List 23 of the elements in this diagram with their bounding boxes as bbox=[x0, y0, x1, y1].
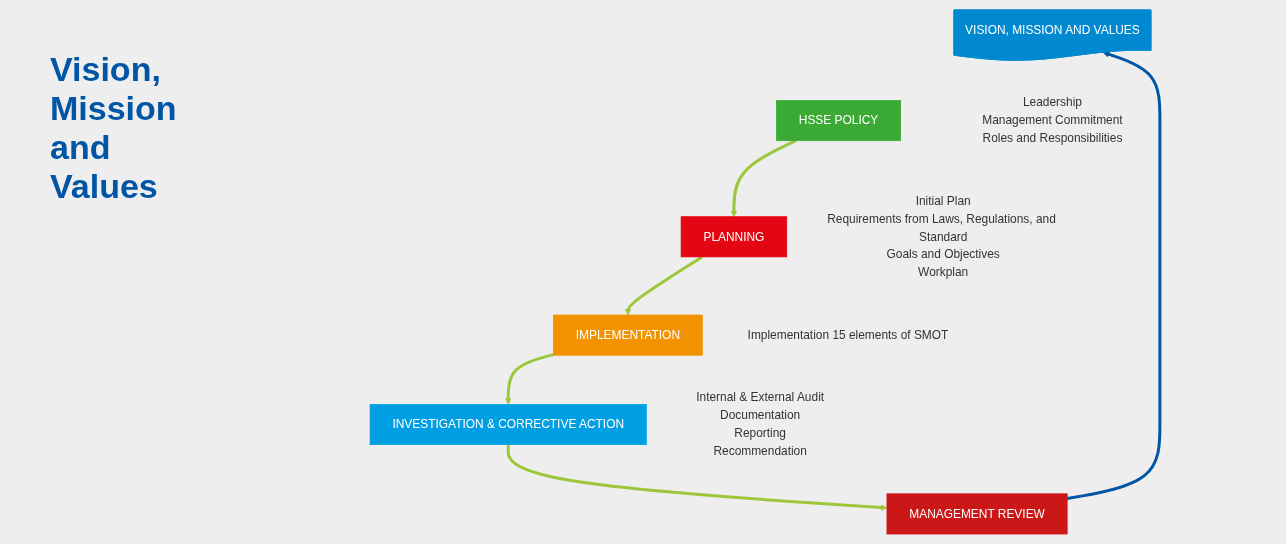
node-label: Roles and Responsibilities bbox=[982, 131, 1123, 145]
arrow bbox=[506, 444, 888, 511]
node-box: INVESTIGATION & CORRECTIVE ACTION bbox=[369, 404, 647, 445]
title: Vision, Mission and Values bbox=[50, 50, 178, 206]
node-box: HSSE POLICY bbox=[776, 100, 901, 142]
node-label: Recommendation bbox=[713, 444, 807, 458]
node-label: Implementation 15 elements of SMOT bbox=[747, 328, 949, 342]
arrow bbox=[504, 353, 554, 405]
node-box: MANAGEMENT REVIEW bbox=[886, 493, 1068, 535]
node-label: Reporting bbox=[734, 426, 786, 440]
node-label: Workplan bbox=[918, 265, 969, 279]
node-label: Requirements from Laws, Regulations, and Standard bbox=[827, 212, 1056, 243]
node-label: Goals and Objectives bbox=[886, 247, 1000, 261]
node-label: Internal & External Audit bbox=[696, 391, 825, 404]
node-label: Initial Plan bbox=[915, 194, 971, 207]
node-label: Management Commitment bbox=[982, 113, 1123, 127]
arrow bbox=[624, 255, 703, 316]
node-label: Documentation bbox=[720, 408, 801, 422]
node-box: PLANNING bbox=[680, 216, 788, 258]
node-label: Leadership bbox=[1022, 96, 1082, 109]
arrow bbox=[730, 139, 797, 217]
node-box: IMPLEMENTATION bbox=[553, 314, 703, 356]
arrow bbox=[1066, 51, 1162, 500]
